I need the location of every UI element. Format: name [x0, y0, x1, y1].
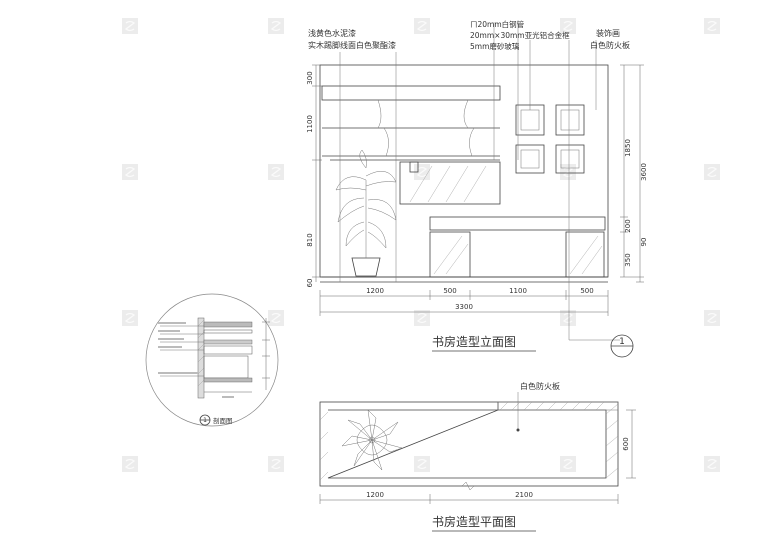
desk-cabinet-left	[429, 231, 471, 278]
watermark-logo-0-1	[268, 18, 284, 34]
upper-band	[321, 85, 501, 101]
dim-elev-right-2: 200	[624, 219, 632, 232]
dim-elev-bottom-2: 500	[443, 287, 456, 295]
dim-elev-right-1: 1850	[624, 139, 632, 157]
detail-circle	[145, 293, 279, 427]
dim-plan-bottom-1: 1200	[366, 491, 384, 499]
elevation-left-dimensions: 300 1100 810 60	[306, 64, 322, 288]
dim-plan-depth: 600	[622, 437, 630, 450]
watermark-logos	[122, 18, 720, 472]
watermark-logo-3-2	[414, 456, 430, 472]
section-detail: 1 剖面图	[145, 293, 279, 427]
elevation-annotations: 浅黄色水泥漆 实木踢脚线面白色聚酯漆 ㄇ20mm白钢管 20mm×30mm亚光铝…	[308, 19, 630, 51]
dim-elev-left-3: 810	[306, 233, 314, 246]
detail-tiny-labels	[158, 322, 198, 374]
break-mark	[461, 481, 475, 491]
watermark-logo-3-3	[560, 456, 576, 472]
picture-frames	[515, 104, 585, 174]
plant-pot	[351, 257, 381, 277]
watermark-logo-2-3	[560, 310, 576, 326]
dim-plan-bottom-2: 2100	[515, 491, 533, 499]
steel-pipe-curve-left	[377, 99, 382, 129]
desk-top	[429, 216, 606, 231]
detail-title-number: 1	[203, 417, 207, 424]
watermark-logo-2-2	[414, 310, 430, 326]
dim-elev-right-total: 3600	[640, 163, 648, 181]
watermark-logo-3-4	[704, 456, 720, 472]
dim-elev-right-3: 350	[624, 253, 632, 266]
glass-hatching	[409, 165, 487, 203]
elevation-right-dimensions: 1850 200 350 3600 90	[620, 64, 648, 283]
frosted-glass-panel	[399, 161, 501, 205]
desk-cabinet-right	[565, 231, 605, 278]
annotation-leaders	[339, 22, 620, 341]
elevation-title: 书房造型立面图	[432, 334, 516, 349]
watermark-logo-2-1	[268, 310, 284, 326]
watermark-logo-1-0	[122, 164, 138, 180]
picture-frame-2	[555, 104, 585, 136]
watermark-logo-2-4	[704, 310, 720, 326]
dim-elev-bottom-1: 1200	[366, 287, 384, 295]
watermark-logo-0-3	[560, 18, 576, 34]
dim-elev-left-1: 300	[306, 71, 314, 84]
note-aluminum-frame: 20mm×30mm亚光铝合金框	[470, 30, 570, 40]
dim-elev-left-4: 60	[306, 279, 314, 288]
elevation-view: 300 1100 810 60 1850 200 350 3600 90	[306, 19, 648, 358]
dim-elev-bottom-4: 500	[580, 287, 593, 295]
plant-top-view	[341, 409, 403, 471]
section-mark-number: 1	[619, 337, 625, 347]
watermark-logo-0-2	[414, 18, 430, 34]
note-frosted-glass: 5mm磨砂玻璃	[470, 41, 520, 51]
watermark-logo-0-0	[122, 18, 138, 34]
wall-lamp	[409, 161, 419, 173]
note-steel-pipe: ㄇ20mm白钢管	[470, 19, 525, 29]
plan-note-fireboard: 白色防火板	[520, 381, 560, 391]
watermark-logo-3-0	[122, 456, 138, 472]
picture-frame-3	[515, 144, 545, 174]
section-mark: 1	[610, 334, 634, 358]
note-baseboard: 实木踢脚线面白色聚酯漆	[308, 40, 396, 50]
steel-pipe-curve-right	[463, 99, 469, 129]
watermark-logo-1-4	[704, 164, 720, 180]
dim-elev-left-2: 1100	[306, 115, 314, 133]
potted-plant	[335, 149, 397, 277]
watermark-logo-1-3	[560, 164, 576, 180]
detail-wall	[197, 317, 205, 399]
plan-title: 书房造型平面图	[432, 514, 516, 529]
note-fireboard: 白色防火板	[590, 40, 630, 50]
plan-view: 白色防火板 600 1200 2100 书房造型平面图	[319, 381, 636, 532]
picture-frame-4	[555, 144, 585, 174]
dim-elev-bottom-3: 1100	[509, 287, 527, 295]
watermark-logo-3-1	[268, 456, 284, 472]
note-wall-paint: 浅黄色水泥漆	[308, 28, 356, 38]
watermark-logo-1-1	[268, 164, 284, 180]
detail-title: 剖面图	[213, 416, 233, 425]
watermark-logo-0-4	[704, 18, 720, 34]
note-decor-painting: 装饰画	[596, 28, 620, 38]
plan-outline	[319, 401, 619, 487]
dim-elev-total: 3300	[455, 303, 473, 311]
elevation-bottom-dimensions: 1200 500 1100 500 3300	[319, 287, 609, 316]
watermark-logo-2-0	[122, 310, 138, 326]
dim-elev-right-base: 90	[640, 238, 648, 247]
